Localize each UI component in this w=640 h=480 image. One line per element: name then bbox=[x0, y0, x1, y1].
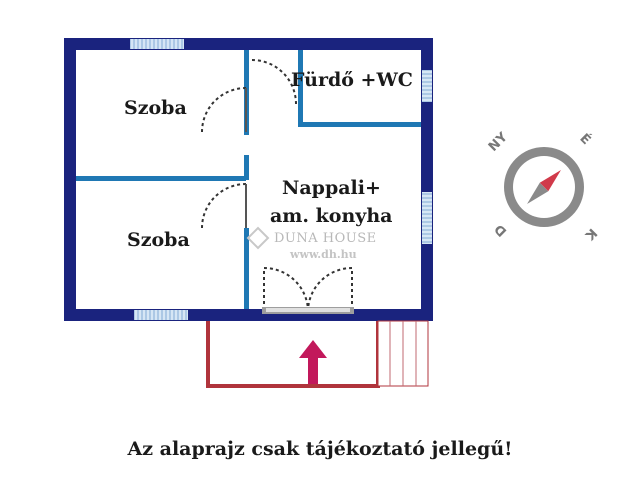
windows bbox=[130, 39, 432, 320]
compass-letter-north: É bbox=[576, 130, 594, 148]
window-bottom bbox=[134, 310, 188, 320]
compass-letter-south: D bbox=[492, 221, 510, 239]
compass-needle-south bbox=[527, 182, 549, 204]
compass-needle-north bbox=[539, 170, 561, 192]
door-entrance-left bbox=[263, 266, 309, 311]
room-label-room2: Szoba bbox=[127, 229, 190, 251]
door-room2 bbox=[201, 183, 247, 229]
doors bbox=[201, 59, 353, 311]
room-label-bathroom: Fürdő +WC bbox=[291, 69, 413, 91]
disclaimer-text: Az alaprajz csak tájékoztató jellegű! bbox=[127, 438, 513, 460]
watermark: DUNA HOUSE www.dh.hu bbox=[246, 226, 377, 261]
window-right-upper bbox=[422, 70, 432, 102]
room-label-living-line2: am. konyha bbox=[270, 205, 392, 227]
compass-letter-east: K bbox=[581, 225, 599, 243]
duna-house-logo-icon bbox=[246, 226, 270, 250]
entrance-arrow-icon bbox=[299, 340, 327, 384]
terrace bbox=[206, 320, 429, 388]
door-room1 bbox=[201, 87, 247, 133]
entrance-threshold bbox=[262, 307, 354, 314]
watermark-brand: DUNA HOUSE bbox=[274, 231, 377, 246]
door-bathroom bbox=[251, 59, 297, 105]
watermark-url: www.dh.hu bbox=[289, 248, 357, 261]
room-label-room1: Szoba bbox=[124, 97, 187, 119]
window-right-lower bbox=[422, 192, 432, 244]
compass-letter-west: NY bbox=[486, 129, 511, 154]
compass: É K D NY bbox=[486, 129, 600, 243]
door-entrance-right bbox=[307, 266, 353, 311]
window-top bbox=[130, 39, 184, 49]
room-label-living-line1: Nappali+ bbox=[282, 177, 381, 199]
